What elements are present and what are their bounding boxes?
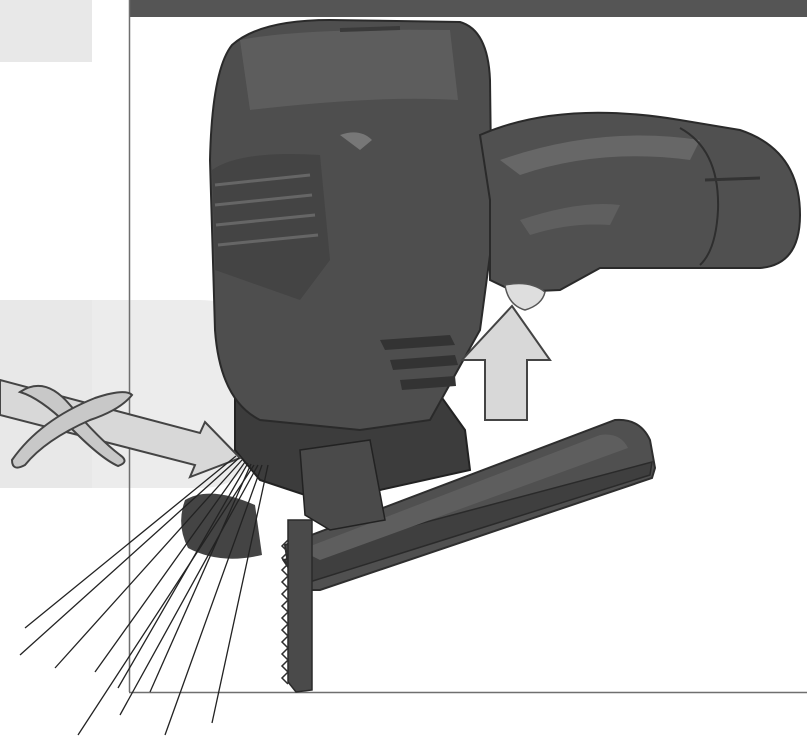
- blade-clamp: [299, 439, 386, 531]
- leader-line: [117, 462, 249, 689]
- leader-line: [77, 464, 255, 736]
- leader-line: [211, 464, 269, 724]
- leader-lines: [19, 455, 269, 736]
- watermark-block-top: [0, 0, 92, 62]
- leader-line: [149, 463, 252, 693]
- cross-out-icon: [10, 384, 134, 469]
- leader-line: [24, 455, 237, 629]
- leader-line: [164, 464, 263, 736]
- leader-line: [94, 461, 246, 673]
- header-band: [129, 0, 807, 17]
- leader-line: [19, 457, 240, 656]
- saw-blade: [280, 519, 313, 693]
- leader-line: [119, 464, 259, 716]
- handle-battery: [478, 111, 802, 294]
- sole-plate: [281, 418, 657, 591]
- trigger-switch: [504, 282, 546, 311]
- leader-line: [54, 459, 243, 669]
- motor-housing: [208, 18, 494, 432]
- tool-shadow: [181, 493, 262, 559]
- arrow-up-icon: [459, 304, 552, 421]
